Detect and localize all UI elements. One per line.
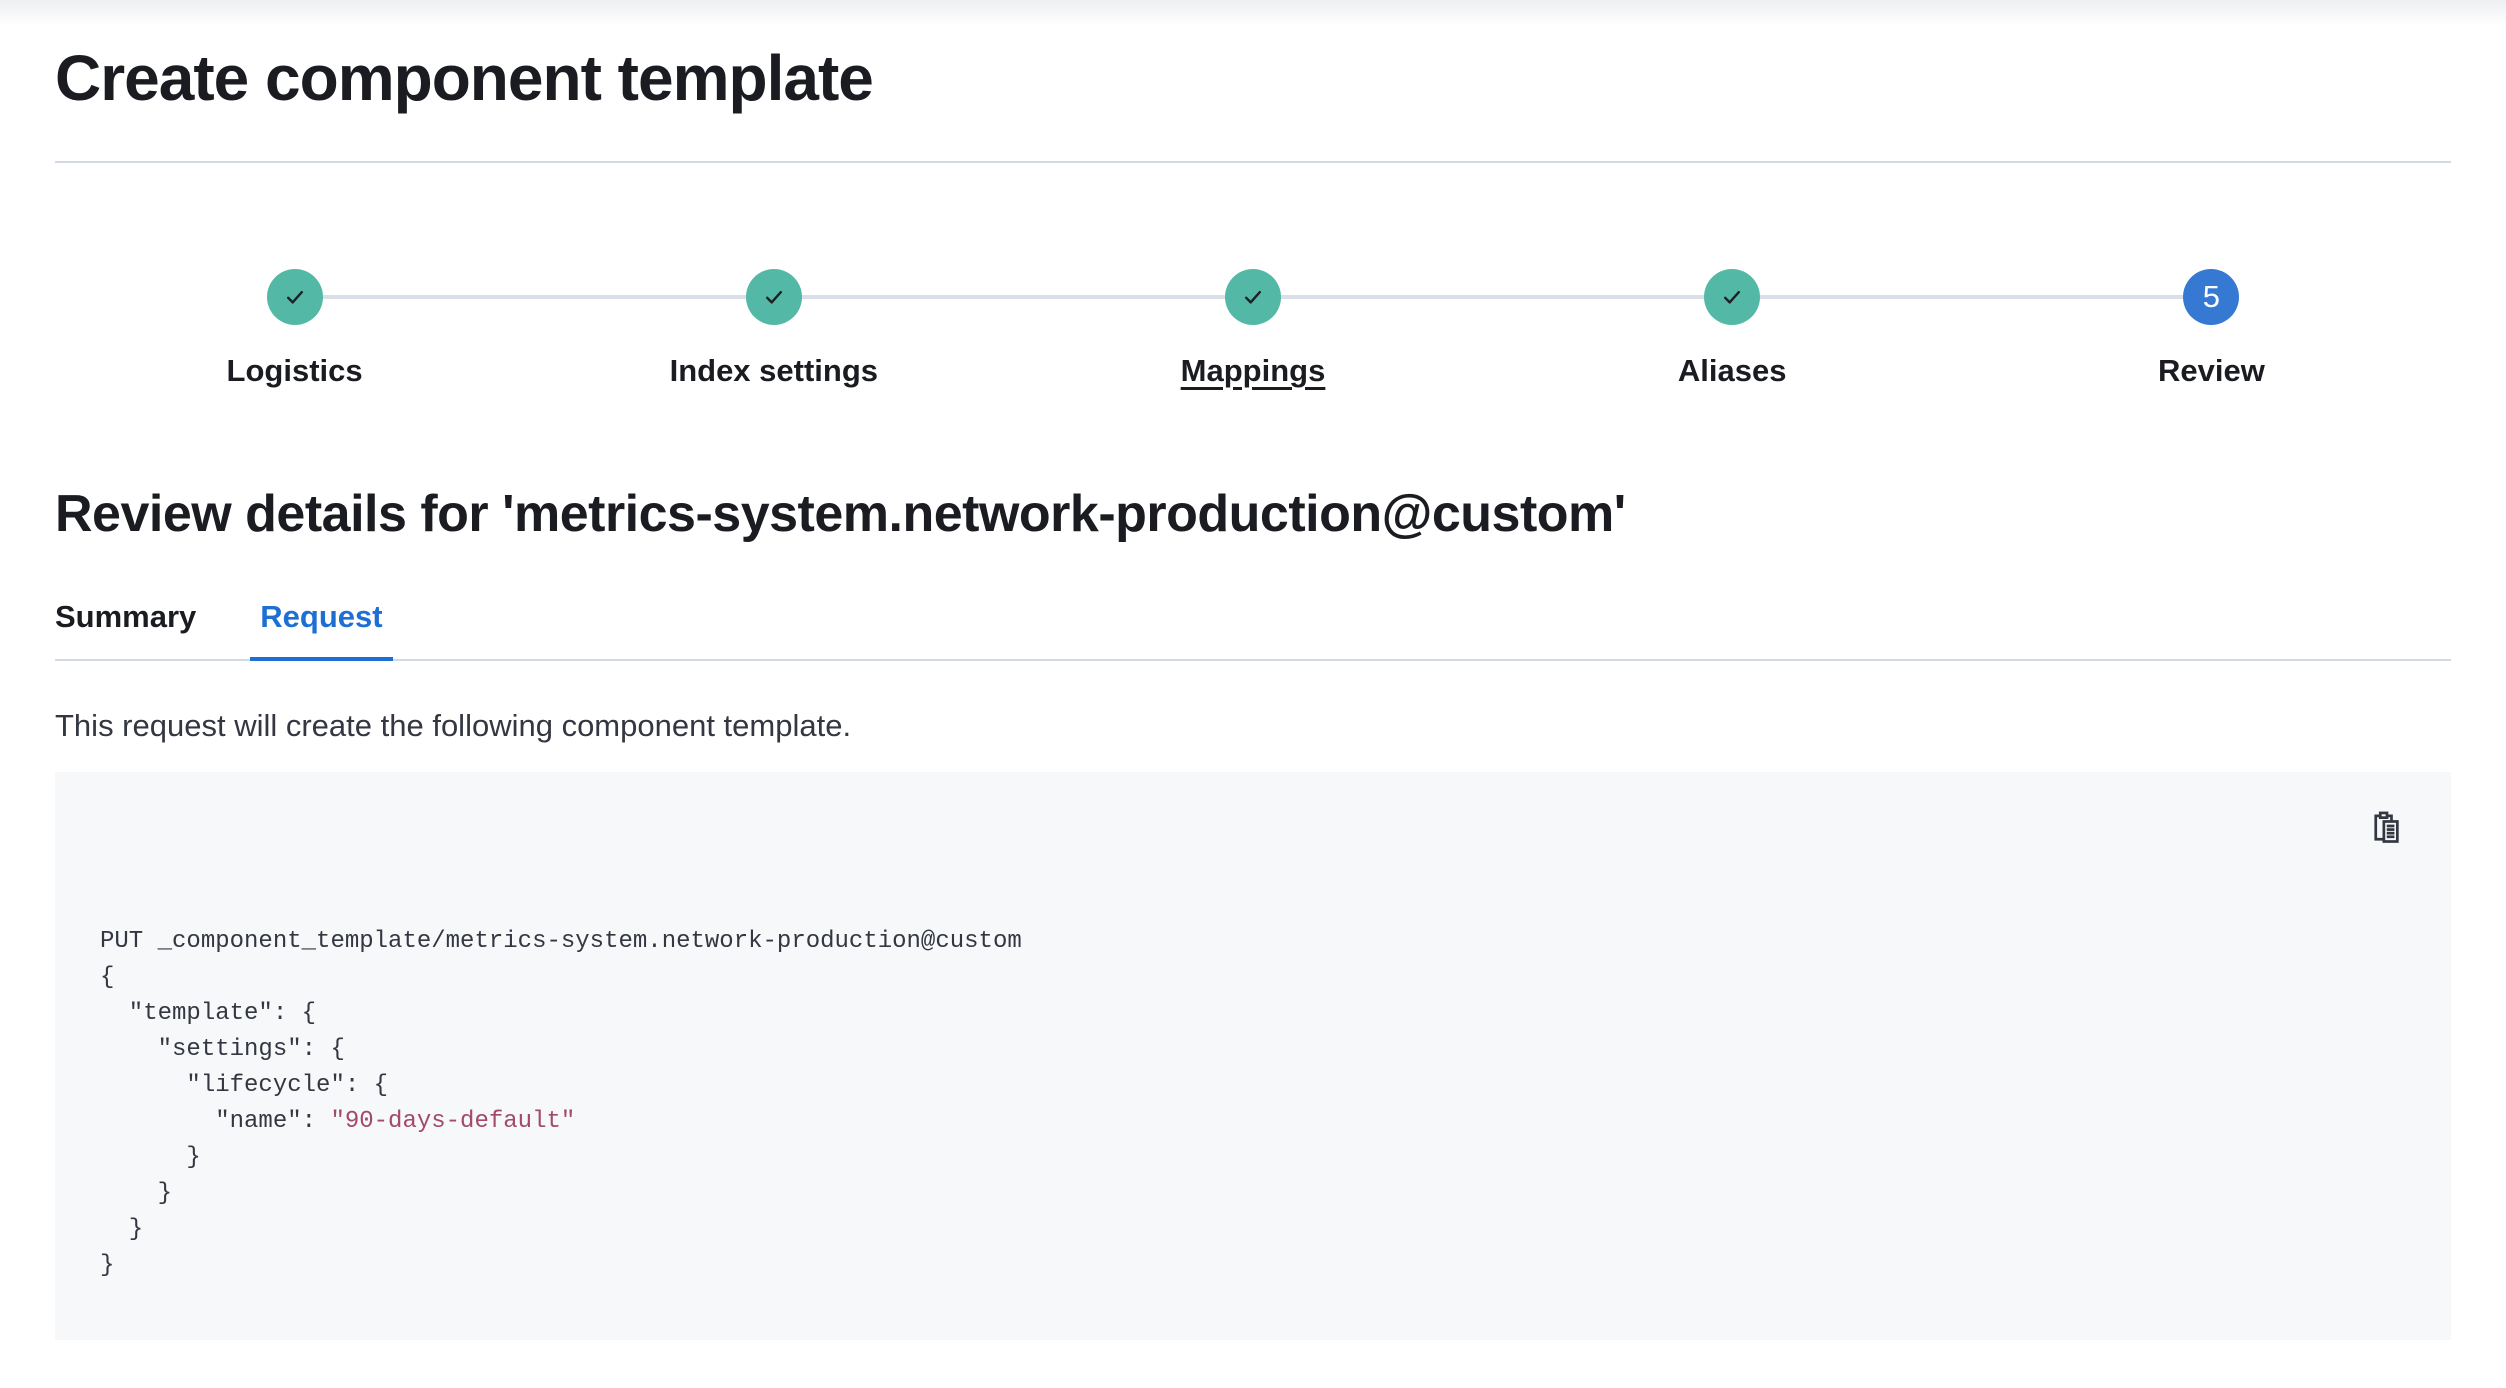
title-divider xyxy=(55,160,2451,163)
step-number-badge: 5 xyxy=(2183,268,2240,325)
step-number: 5 xyxy=(2202,278,2221,314)
step-check-icon[interactable] xyxy=(1225,268,1281,325)
step-label[interactable]: Index settings xyxy=(669,352,879,388)
create-component-template-page: Create component template Logistics Index… xyxy=(0,40,2506,1388)
step-index-settings: Index settings xyxy=(534,268,1013,389)
code-line: } xyxy=(100,1179,173,1207)
step-aliases: Aliases xyxy=(1493,268,1972,389)
step-check-icon[interactable] xyxy=(266,268,323,325)
tab-request[interactable]: Request xyxy=(250,599,393,662)
step-check-icon[interactable] xyxy=(1704,268,1761,325)
step-label: Review xyxy=(2157,352,2265,388)
code-line: "name": "90-days-default" xyxy=(100,1107,576,1135)
code-line: PUT _component_template/metrics-system.n… xyxy=(100,927,1022,955)
request-code: PUT _component_template/metrics-system.n… xyxy=(100,816,2406,1284)
copy-clipboard-icon xyxy=(2369,810,2405,849)
step-logistics: Logistics xyxy=(55,268,534,389)
code-line: } xyxy=(100,1143,201,1171)
step-label[interactable]: Logistics xyxy=(226,352,363,388)
copy-to-clipboard-button[interactable] xyxy=(2367,810,2407,850)
page-title: Create component template xyxy=(55,42,874,114)
code-line: "template": { xyxy=(100,999,317,1027)
tab-summary[interactable]: Summary xyxy=(45,599,206,661)
request-code-block: PUT _component_template/metrics-system.n… xyxy=(55,771,2451,1340)
code-line: } xyxy=(100,1251,115,1279)
step-check-icon[interactable] xyxy=(745,268,802,325)
code-line: "lifecycle": { xyxy=(100,1071,389,1099)
step-mappings: Mappings xyxy=(1013,268,1492,389)
code-line: { xyxy=(100,963,115,991)
step-label[interactable]: Mappings xyxy=(1180,352,1326,388)
window-top-shadow xyxy=(0,0,2506,26)
code-line: } xyxy=(100,1215,144,1243)
code-line: "settings": { xyxy=(100,1035,345,1063)
step-label[interactable]: Aliases xyxy=(1677,352,1787,388)
request-description: This request will create the following c… xyxy=(55,708,852,744)
review-heading: Review details for 'metrics-system.netwo… xyxy=(55,484,1626,543)
